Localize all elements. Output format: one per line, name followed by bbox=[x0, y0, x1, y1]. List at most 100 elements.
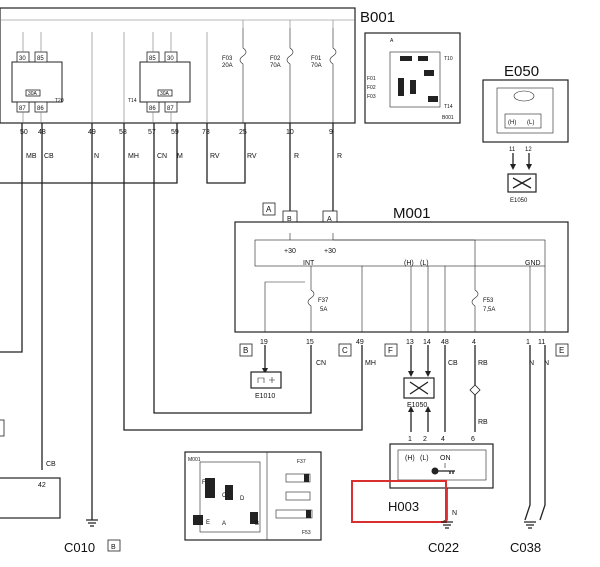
svg-text:87: 87 bbox=[167, 106, 174, 112]
e1050-label: E1050 bbox=[510, 198, 528, 204]
svg-text:A: A bbox=[327, 216, 332, 223]
svg-text:86: 86 bbox=[37, 106, 44, 112]
svg-text:59: 59 bbox=[171, 129, 179, 136]
svg-text:(L): (L) bbox=[420, 260, 429, 267]
svg-text:MH: MH bbox=[365, 360, 376, 367]
svg-text:R: R bbox=[294, 153, 299, 160]
svg-text:GND: GND bbox=[525, 260, 541, 267]
svg-text:14: 14 bbox=[423, 339, 431, 346]
svg-text:CB: CB bbox=[44, 153, 54, 160]
svg-text:4: 4 bbox=[441, 436, 445, 443]
svg-text:CB: CB bbox=[448, 360, 458, 367]
svg-text:C: C bbox=[342, 346, 348, 355]
h003-highlight bbox=[351, 480, 447, 523]
svg-text:B: B bbox=[111, 544, 116, 551]
relay-t14: 85 30 86 87 30A T14 bbox=[123, 32, 208, 123]
svg-text:F02: F02 bbox=[367, 85, 376, 91]
m001-inset: M001 F C E A B D F37 F53 bbox=[184, 451, 322, 541]
svg-text:+30: +30 bbox=[324, 248, 336, 255]
e1050-lower: E1050 bbox=[403, 377, 435, 409]
svg-text:11: 11 bbox=[538, 339, 545, 346]
svg-text:CB: CB bbox=[46, 461, 56, 468]
left-partial-box bbox=[0, 477, 61, 519]
svg-text:5A: 5A bbox=[320, 307, 327, 313]
svg-text:B: B bbox=[287, 216, 292, 223]
svg-text:(L): (L) bbox=[420, 455, 429, 462]
svg-text:CN: CN bbox=[157, 153, 167, 160]
svg-text:MB: MB bbox=[26, 153, 37, 160]
svg-text:N: N bbox=[544, 360, 549, 367]
svg-text:R: R bbox=[337, 153, 342, 160]
svg-text:(L): (L) bbox=[527, 120, 534, 126]
svg-text:F: F bbox=[202, 480, 206, 486]
connector-tags: A B C F E bbox=[239, 202, 569, 357]
relay-t14-label: T14 bbox=[128, 98, 137, 104]
svg-text:86: 86 bbox=[149, 106, 156, 112]
svg-text:20A: 20A bbox=[222, 63, 233, 69]
svg-text:25: 25 bbox=[239, 129, 247, 136]
svg-text:57: 57 bbox=[148, 129, 156, 136]
svg-text:11: 11 bbox=[509, 147, 516, 153]
svg-text:B: B bbox=[255, 521, 259, 527]
grounds: C010 B C022 C038 bbox=[64, 519, 541, 555]
svg-text:+30: +30 bbox=[284, 248, 296, 255]
svg-text:F53: F53 bbox=[483, 298, 494, 304]
e1010-component: E1010 bbox=[250, 371, 282, 400]
svg-text:A: A bbox=[222, 521, 226, 527]
h003-ground-wire-color: N bbox=[452, 510, 457, 517]
svg-text:30: 30 bbox=[167, 56, 174, 62]
svg-text:(H): (H) bbox=[405, 455, 415, 462]
svg-text:M001: M001 bbox=[188, 457, 201, 463]
svg-text:87: 87 bbox=[19, 106, 26, 112]
svg-text:B: B bbox=[243, 346, 248, 355]
svg-text:F03: F03 bbox=[367, 94, 376, 100]
ground-c038: C038 bbox=[510, 540, 541, 555]
svg-text:30A: 30A bbox=[160, 91, 170, 97]
svg-text:E: E bbox=[206, 520, 210, 526]
svg-text:F37: F37 bbox=[297, 459, 306, 465]
svg-text:4: 4 bbox=[472, 339, 476, 346]
svg-text:A: A bbox=[390, 38, 394, 44]
svg-text:85: 85 bbox=[149, 56, 156, 62]
svg-text:50: 50 bbox=[20, 129, 28, 136]
m001-block: M001 B A +30 +30 INT (H) (L) GND F37 5A … bbox=[234, 205, 569, 346]
svg-text:RB: RB bbox=[478, 360, 488, 367]
svg-text:F37: F37 bbox=[318, 298, 329, 304]
svg-text:M: M bbox=[177, 153, 183, 160]
key-icon bbox=[431, 467, 439, 475]
h003-label: H003 bbox=[388, 499, 419, 514]
e050-label: E050 bbox=[504, 63, 539, 80]
b001-wire-colors: MB CB N MH CN M RV RV R R bbox=[26, 153, 342, 160]
svg-text:N: N bbox=[529, 360, 534, 367]
svg-text:C: C bbox=[222, 493, 227, 499]
e1050-lower-label: E1050 bbox=[407, 402, 427, 409]
svg-text:F03: F03 bbox=[222, 56, 233, 62]
b001-inset: A T10 T14 B001 F01 F02 F03 bbox=[364, 32, 461, 124]
svg-text:15: 15 bbox=[306, 339, 314, 346]
svg-text:E: E bbox=[559, 346, 564, 355]
svg-text:MH: MH bbox=[128, 153, 139, 160]
e050-component: E050 (H) (L) 11 12 E1050 bbox=[482, 63, 569, 204]
rb-lower-label: RB bbox=[478, 419, 488, 426]
relay-t20: 30 85 87 86 30A T20 bbox=[11, 32, 64, 123]
svg-text:1: 1 bbox=[408, 436, 412, 443]
svg-text:12: 12 bbox=[525, 147, 532, 153]
svg-text:42: 42 bbox=[38, 482, 46, 489]
svg-text:6: 6 bbox=[471, 436, 475, 443]
svg-text:48: 48 bbox=[441, 339, 449, 346]
svg-text:9: 9 bbox=[329, 129, 333, 136]
svg-text:RV: RV bbox=[247, 153, 257, 160]
svg-text:13: 13 bbox=[406, 339, 414, 346]
svg-text:(H): (H) bbox=[508, 120, 516, 126]
svg-text:(H): (H) bbox=[404, 260, 414, 267]
svg-text:F: F bbox=[388, 346, 393, 355]
m001-label: M001 bbox=[393, 205, 431, 222]
svg-text:T14: T14 bbox=[444, 104, 453, 110]
svg-text:F02: F02 bbox=[270, 56, 281, 62]
svg-text:19: 19 bbox=[260, 339, 268, 346]
svg-text:B001: B001 bbox=[442, 115, 454, 121]
svg-text:RV: RV bbox=[210, 153, 220, 160]
ground-c010: C010 bbox=[64, 540, 95, 555]
